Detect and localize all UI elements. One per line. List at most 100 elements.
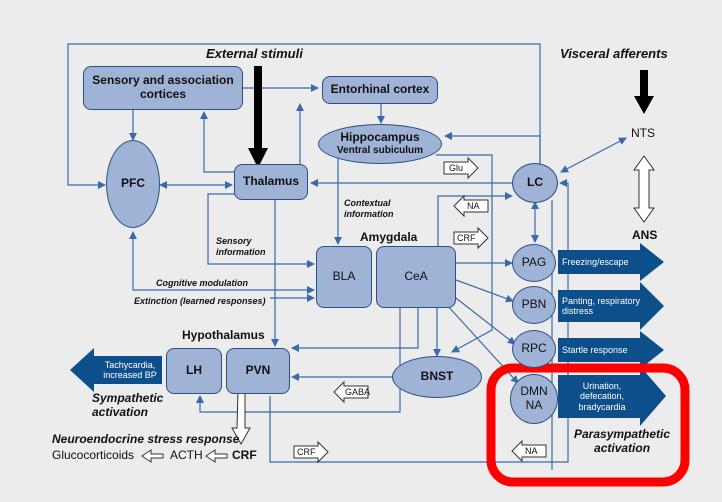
sensory-info-line1: Sensory: [216, 236, 252, 246]
cea-node[interactable]: CeA: [376, 246, 456, 308]
sensory-association-cortices-node[interactable]: Sensory and association cortices: [83, 66, 243, 110]
parasympathetic-activation-label: Parasympathetic activation: [574, 427, 671, 456]
cea-to-pvn-line: [291, 308, 419, 352]
hippocampus-to-bnst-line: [436, 154, 493, 353]
hippocampus-line2: Ventral subiculum: [336, 145, 424, 157]
hippocampus-line1: Hippocampus: [340, 130, 420, 145]
parasympathetic-line1: Parasympathetic: [574, 427, 671, 441]
panting-output-arrow: [558, 282, 664, 330]
thalamus-label: Thalamus: [242, 174, 299, 189]
nts-ans-double-arrow: [633, 155, 655, 223]
entorhinal-label: Entorhinal cortex: [330, 82, 430, 97]
glu-tag-arrow: [443, 156, 479, 180]
lh-node[interactable]: LH: [166, 348, 222, 394]
thalamus-node[interactable]: Thalamus: [234, 164, 308, 200]
highlight-box: [486, 363, 690, 487]
pvn-to-crf-arrow: [231, 389, 251, 446]
bnst-node[interactable]: BNST: [392, 356, 482, 398]
startle-label: Startle response: [562, 344, 628, 355]
bla-label: BLA: [332, 269, 356, 284]
dmn-line2: NA: [525, 398, 543, 412]
freezing-label: Freezing/escape: [562, 256, 629, 267]
extinction-label: Extinction (learned responses): [134, 296, 266, 306]
ans-label: ANS: [632, 228, 658, 242]
na-upper-tag-arrow: [453, 194, 489, 218]
pag-label: PAG: [521, 255, 547, 270]
pbn-label: PBN: [521, 297, 547, 312]
pfc-node[interactable]: PFC: [106, 140, 160, 228]
pvn-to-lc-line: [269, 179, 569, 463]
crf-lower-tag-arrow: [293, 440, 329, 464]
startle-output-arrow: [558, 331, 664, 369]
panting-line2: distress: [562, 306, 594, 316]
crf-upper-tag-arrow: [453, 226, 489, 250]
gaba-tag: GABA: [345, 387, 371, 397]
sensory-line2: cortices: [139, 87, 187, 101]
sympathetic-activation-label: Sympathetic activation: [92, 391, 164, 420]
bla-node[interactable]: BLA: [316, 246, 372, 308]
crf-upper-tag: CRF: [457, 233, 476, 243]
amygdala-heading: Amygdala: [360, 230, 418, 244]
sensory-information-label: Sensory information: [216, 236, 266, 258]
lh-label: LH: [186, 363, 202, 378]
hippocampus-node[interactable]: Hippocampus Ventral subiculum: [318, 124, 442, 164]
tachycardia-output: Tachycardia, increased BP: [96, 356, 164, 384]
urination-output: Urination, defecation, bradycardia: [562, 375, 642, 418]
crf-lower-tag: CRF: [297, 447, 316, 457]
freezing-output: Freezing/escape: [562, 250, 642, 274]
na-upper-tag: NA: [467, 201, 480, 211]
lc-to-hippocampus-line: [444, 132, 541, 165]
urination-line2: defecation,: [579, 391, 625, 402]
cea-to-pbn-line: [455, 279, 514, 303]
lc-node[interactable]: LC: [512, 163, 558, 203]
freezing-output-arrow: [558, 243, 664, 281]
pvn-node[interactable]: PVN: [226, 348, 290, 394]
external-stimuli-arrow: [248, 66, 268, 168]
crf-cascade-label: CRF: [232, 448, 257, 462]
rpc-node[interactable]: RPC: [512, 330, 556, 368]
lc-to-pfc-line: [67, 43, 541, 189]
cea-to-rpc-line: [451, 294, 516, 345]
contextual-information-label: Contextual information: [344, 198, 394, 220]
pfc-bla-line: [129, 231, 315, 294]
visceral-afferents-arrow: [634, 70, 654, 114]
urination-output-arrow: [558, 366, 666, 426]
dmn-na-node[interactable]: DMN NA: [510, 374, 558, 424]
panting-line1: Panting, respiratory: [562, 295, 641, 306]
thalamus-to-sensory-line: [200, 111, 237, 173]
acth-to-glucocorticoids-arrow: [141, 449, 164, 463]
pvn-label: PVN: [245, 363, 271, 378]
neuroendocrine-heading: Neuroendocrine stress response: [52, 432, 240, 446]
urination-line3: bradycardia: [578, 401, 626, 412]
sympathetic-line2: activation: [92, 404, 149, 419]
sympathetic-line1: Sympathetic: [92, 391, 164, 405]
panting-output: Panting, respiratory distress: [562, 290, 648, 322]
cea-to-lc-line: [437, 192, 513, 246]
gaba-tag-arrow: [333, 380, 369, 404]
na-lower-tag-arrow: [511, 439, 547, 463]
dmn-line1: DMN: [520, 384, 548, 399]
pfc-label: PFC: [121, 176, 145, 191]
visceral-afferents-heading: Visceral afferents: [560, 46, 668, 61]
entorhinal-cortex-node[interactable]: Entorhinal cortex: [322, 76, 438, 104]
glucocorticoids-label: Glucocorticoids: [52, 448, 135, 462]
pag-node[interactable]: PAG: [512, 244, 556, 282]
bnst-label: BNST: [420, 369, 454, 384]
lc-nts-line: [560, 137, 627, 173]
parasympathetic-line2: activation: [594, 440, 651, 455]
cognitive-modulation-label: Cognitive modulation: [156, 278, 248, 288]
urination-line1: Urination,: [582, 380, 622, 391]
startle-output: Startle response: [562, 338, 642, 362]
hypothalamus-heading: Hypothalamus: [182, 328, 265, 342]
contextual-line1: Contextual: [344, 198, 391, 208]
rpc-label: RPC: [521, 341, 547, 356]
cea-label: CeA: [404, 269, 428, 284]
tachycardia-line1: Tachycardia,: [104, 359, 156, 370]
acth-label: ACTH: [170, 448, 203, 462]
pbn-node[interactable]: PBN: [512, 286, 556, 324]
tachycardia-output-arrow: [70, 348, 162, 392]
external-stimuli-heading: External stimuli: [206, 46, 303, 61]
nts-label: NTS: [631, 126, 655, 140]
lc-label: LC: [527, 175, 543, 190]
